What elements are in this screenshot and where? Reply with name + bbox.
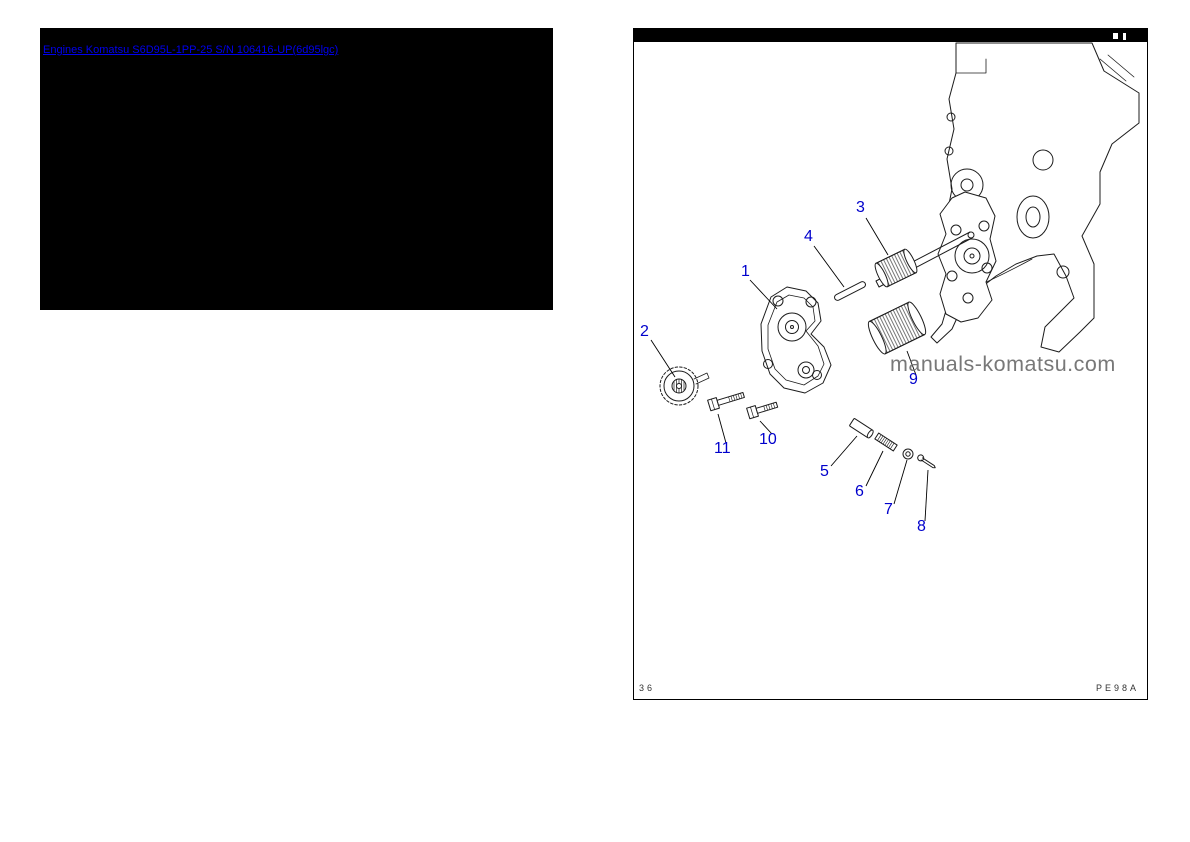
plate-code-right: PE98A (1095, 683, 1139, 693)
callout-8[interactable]: 8 (917, 518, 926, 535)
topbar-mark (1123, 33, 1126, 40)
callout-9[interactable]: 9 (909, 371, 918, 388)
exploded-parts-drawing (650, 42, 1140, 522)
callout-11[interactable]: 11 (714, 440, 731, 457)
callout-5[interactable]: 5 (820, 463, 829, 480)
plate-code-left: 36 (639, 683, 656, 693)
callout-7[interactable]: 7 (884, 501, 893, 518)
callout-4[interactable]: 4 (804, 228, 813, 245)
callout-2[interactable]: 2 (640, 323, 649, 340)
callout-3[interactable]: 3 (856, 199, 865, 216)
header-frame: Engines Komatsu S6D95L-1PP-25 S/N 106416… (40, 28, 553, 310)
callout-10[interactable]: 10 (759, 431, 777, 448)
watermark: manuals-komatsu.com (890, 352, 1116, 376)
topbar-mark (1113, 33, 1118, 39)
callout-6[interactable]: 6 (855, 483, 864, 500)
diagram-top-bar (634, 29, 1147, 42)
callout-1[interactable]: 1 (741, 263, 750, 280)
parts-diagram-panel: manuals-komatsu.com 1 2 3 4 5 6 7 8 9 10… (633, 28, 1148, 700)
parts-catalog-link[interactable]: Engines Komatsu S6D95L-1PP-25 S/N 106416… (43, 44, 339, 56)
